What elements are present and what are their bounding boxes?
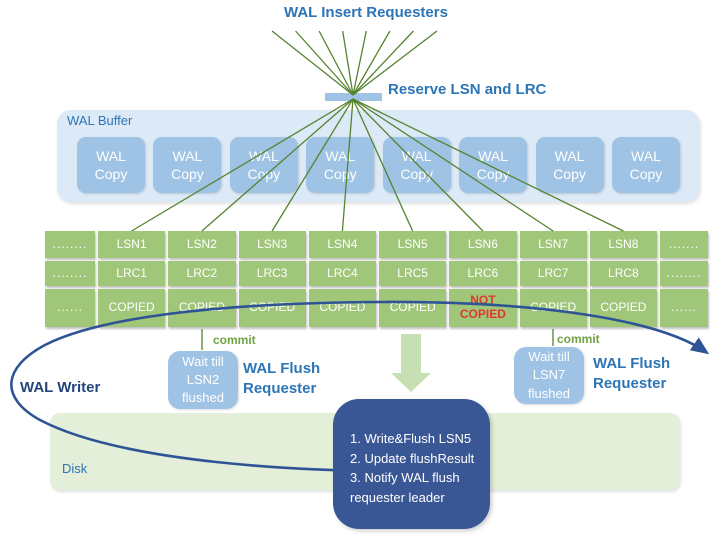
slot-cell: COPIED — [519, 289, 587, 327]
slot-cell: LSN3 — [238, 231, 306, 258]
commit-label-right: commit — [557, 332, 600, 346]
slot-cell: COPIED — [168, 289, 236, 327]
insert-request-line — [352, 30, 367, 96]
wal-writer-label: WAL Writer — [20, 379, 101, 396]
flush-down-arrow-icon — [391, 334, 431, 392]
slot-cell: ........ — [45, 261, 95, 286]
slot-cell: LSN7 — [519, 231, 587, 258]
slot-cell: ...... — [660, 289, 708, 327]
slot-cell: ....... — [660, 231, 708, 258]
slot-cell: LSN5 — [379, 231, 447, 258]
slot-cell: LRC7 — [519, 261, 587, 286]
wal-copy-box: WAL Copy — [459, 137, 528, 193]
slot-cell: LSN8 — [589, 231, 657, 258]
slot-cell: LSN1 — [98, 231, 166, 258]
wait-lsn7-box: Wait till LSN7 flushed — [514, 347, 584, 404]
slot-cell: LRC2 — [168, 261, 236, 286]
wal-copy-box: WAL Copy — [229, 137, 298, 193]
slot-cell: COPIED — [308, 289, 376, 327]
slot-cell: LRC8 — [589, 261, 657, 286]
slot-cell: LRC6 — [449, 261, 517, 286]
slot-cell: ........ — [660, 261, 708, 286]
wal-flush-requester-label-right: WAL Flush Requester — [593, 355, 671, 393]
slot-cell: COPIED — [379, 289, 447, 327]
slot-cell: ...... — [45, 289, 95, 327]
commit-label-left: commit — [213, 333, 256, 347]
wal-copy-box: WAL Copy — [535, 137, 604, 193]
reserve-label: Reserve LSN and LRC — [388, 81, 547, 98]
wal-copy-box: WAL Copy — [382, 137, 451, 193]
wait-lsn2-box: Wait till LSN2 flushed — [168, 351, 238, 409]
wal-copy-box: WAL Copy — [306, 137, 375, 193]
flush-step: 2. Update flushResult — [350, 450, 475, 466]
slot-cell: LRC3 — [238, 261, 306, 286]
wal-buffer-label: WAL Buffer — [67, 113, 133, 128]
slot-cell: LRC5 — [379, 261, 447, 286]
flush-step: 3. Notify WAL flush requester leader — [350, 470, 460, 505]
slot-cell: LSN2 — [168, 231, 236, 258]
slot-cell: ........ — [45, 231, 95, 258]
insert-request-line — [295, 30, 354, 96]
slot-cell: LSN4 — [308, 231, 376, 258]
insert-request-line — [342, 30, 354, 96]
insert-request-line — [318, 30, 354, 96]
slot-cell: COPIED — [98, 289, 166, 327]
wal-flush-requester-label-left: WAL Flush Requester — [243, 360, 321, 398]
reserve-point-bar — [325, 93, 382, 101]
insert-request-line — [271, 30, 354, 96]
slot-cell: LRC4 — [308, 261, 376, 286]
disk-label: Disk — [62, 461, 88, 476]
wal-copy-box: WAL Copy — [611, 137, 680, 193]
flush-step: 1. Write&Flush LSN5 — [350, 431, 472, 446]
wal-copy-box: WAL Copy — [77, 137, 145, 193]
diagram-title: WAL Insert Requesters — [284, 4, 448, 21]
slot-cell: COPIED — [589, 289, 657, 327]
slot-cell: LRC1 — [98, 261, 166, 286]
slot-cell: NOT COPIED — [449, 289, 517, 327]
wal-copy-box: WAL Copy — [153, 137, 222, 193]
slot-cell: COPIED — [238, 289, 306, 327]
insert-request-line — [352, 30, 391, 96]
slot-cell: LSN6 — [449, 231, 517, 258]
flush-steps-box: 1. Write&Flush LSN5 2. Update flushResult… — [333, 399, 490, 529]
